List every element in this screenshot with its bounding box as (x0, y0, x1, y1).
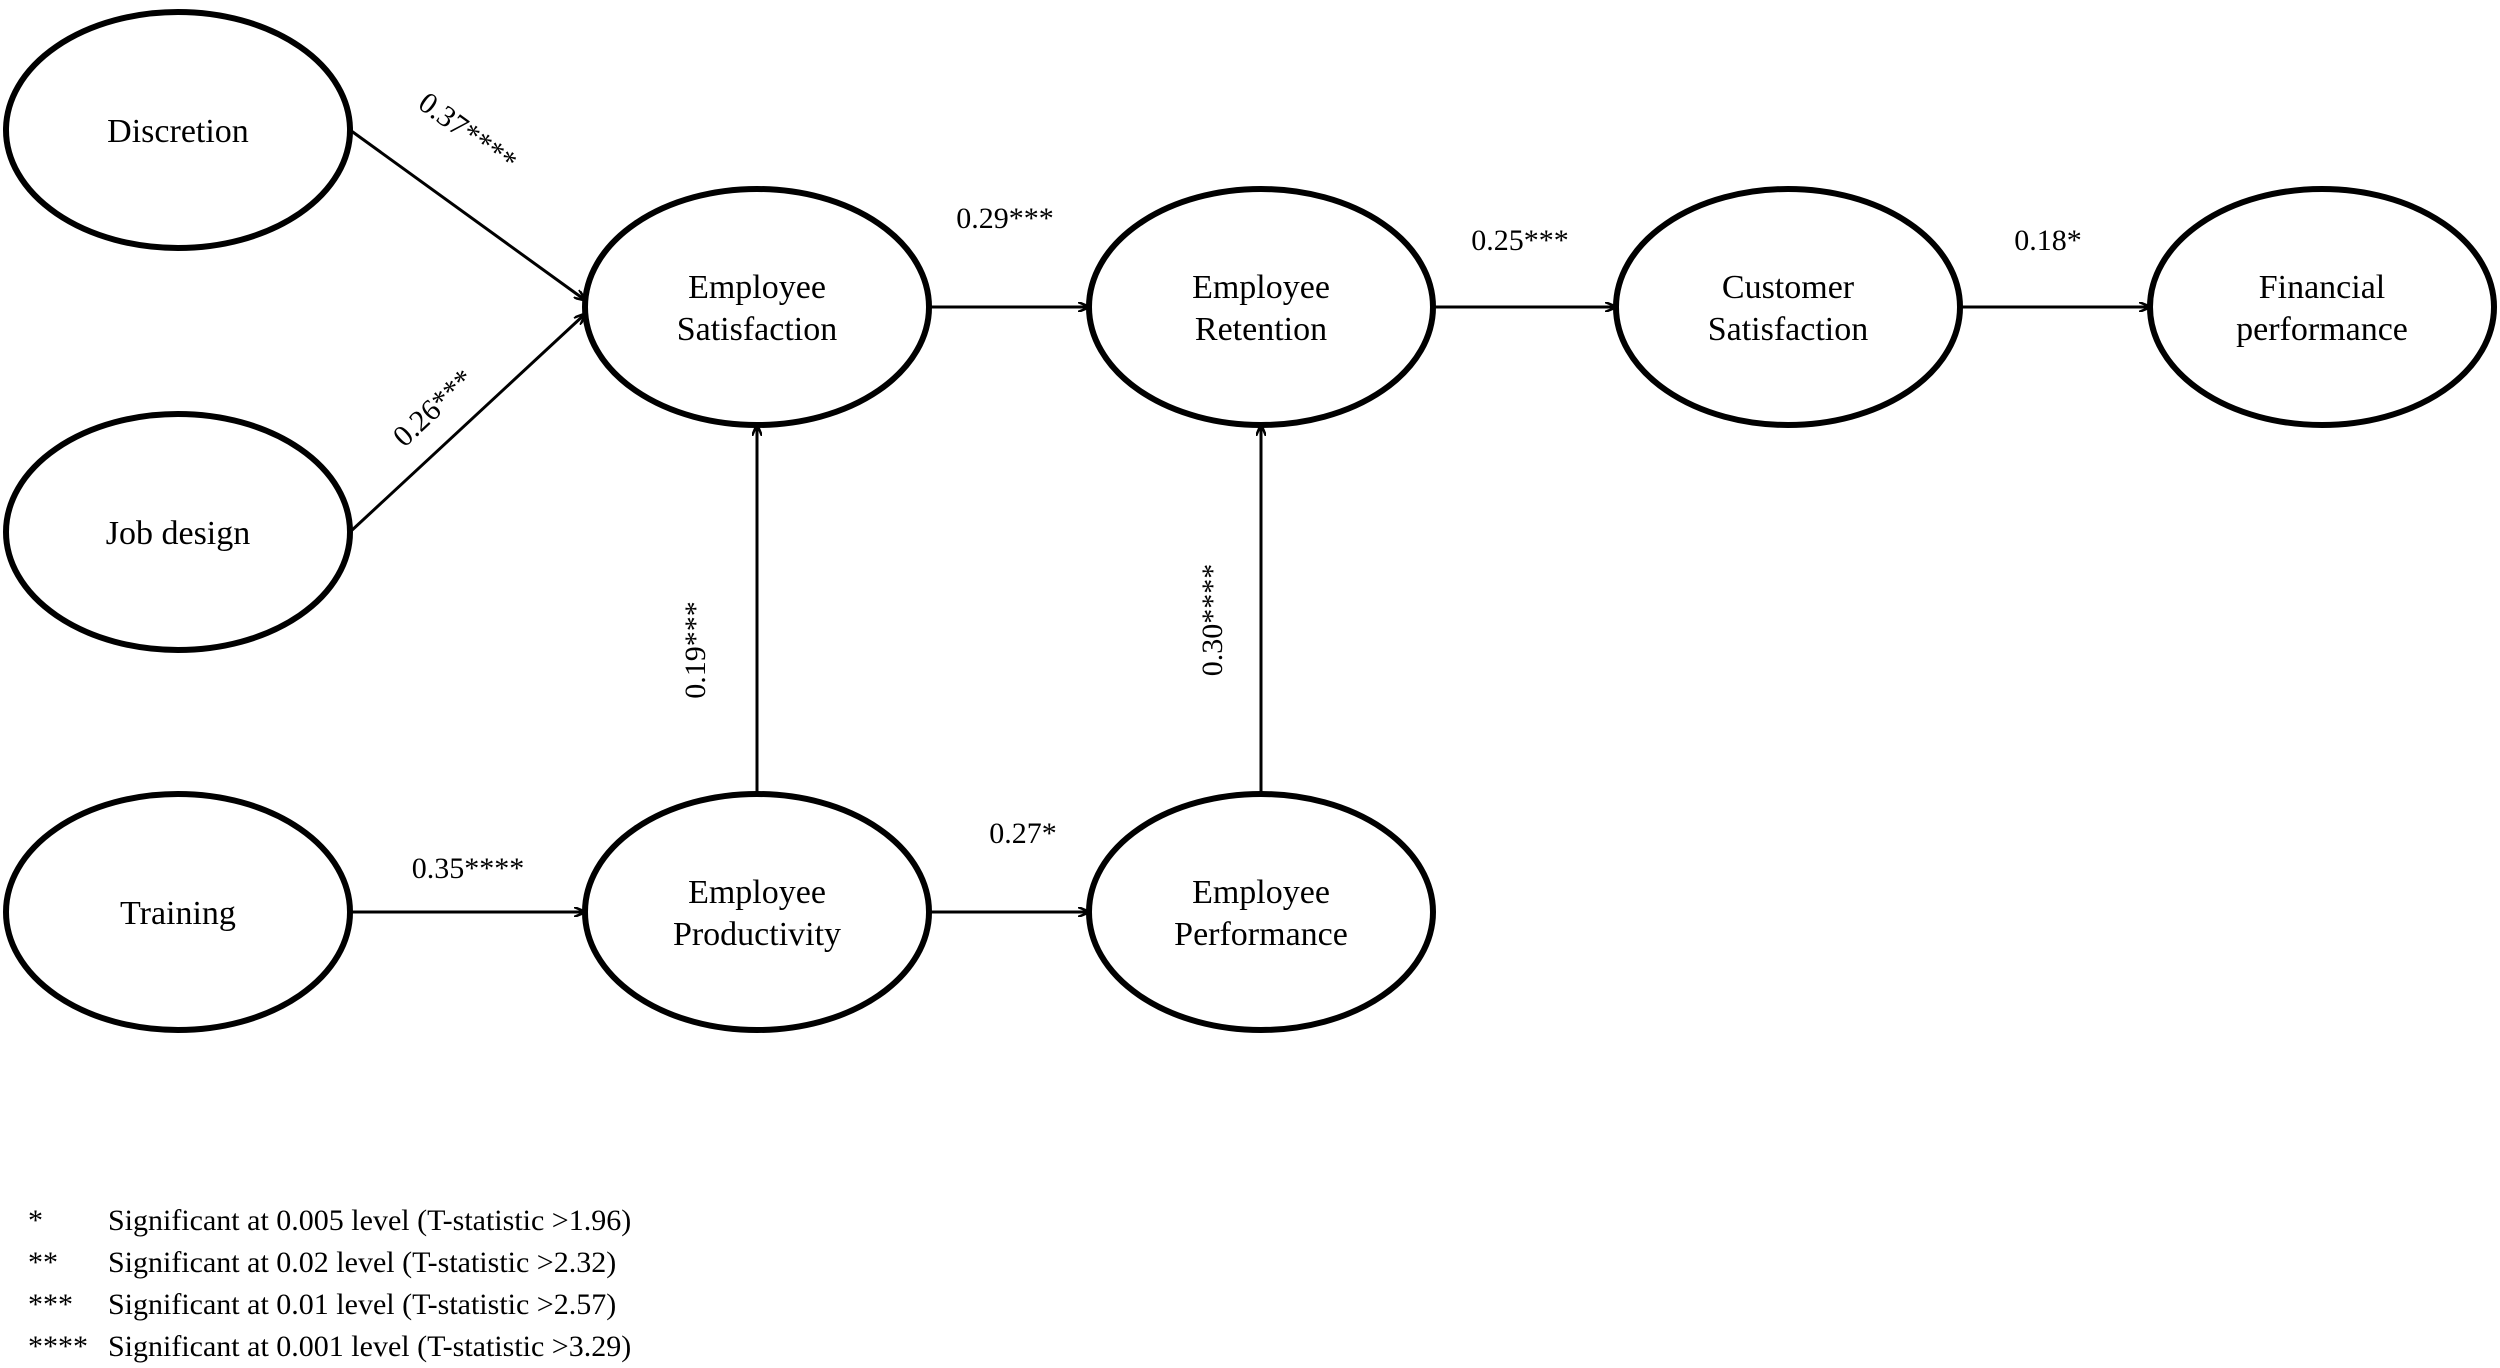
legend-entry: *** Significant at 0.01 level (T-statisti… (28, 1288, 616, 1321)
edge-arrow (348, 314, 585, 534)
node-job-design: Job design (3, 411, 353, 653)
edge-employee-productivity-to-employee-satisfaction: 0.19*** (679, 425, 757, 794)
node-label: Job design (106, 515, 251, 552)
legend-entry: **** Significant at 0.001 level (T-statis… (28, 1330, 631, 1363)
node-ellipse (582, 791, 932, 1033)
edge-coefficient-label: 0.25*** (1471, 224, 1569, 257)
node-label: Employee (688, 874, 826, 911)
node-training: Training (3, 791, 353, 1033)
node-label: performance (2236, 311, 2408, 348)
edge-coefficient-label: 0.30**** (1196, 564, 1229, 677)
node-ellipse (1086, 791, 1436, 1033)
node-ellipse (1613, 186, 1963, 428)
node-ellipse (1086, 186, 1436, 428)
edge-coefficient-label: 0.37**** (412, 86, 522, 179)
node-label: Employee (1192, 874, 1330, 911)
node-label: Productivity (673, 916, 841, 953)
legend-entry: * Significant at 0.005 level (T-statistic… (28, 1204, 631, 1237)
node-label: Customer (1722, 269, 1855, 306)
edge-coefficient-label: 0.35**** (412, 852, 525, 885)
node-label: Performance (1174, 916, 1348, 953)
node-label: Employee (1192, 269, 1330, 306)
node-label: Financial (2259, 269, 2386, 306)
edge-discretion-to-employee-satisfaction: 0.37**** (349, 86, 585, 300)
edge-employee-productivity-to-employee-performance: 0.27* (929, 817, 1089, 912)
node-ellipse (582, 186, 932, 428)
edge-coefficient-label: 0.29*** (956, 202, 1054, 235)
edge-coefficient-label: 0.27* (989, 817, 1057, 850)
legend-description: Significant at 0.001 level (T-statistic … (108, 1330, 631, 1363)
edge-training-to-employee-productivity: 0.35**** (350, 852, 585, 912)
node-ellipse (3, 9, 353, 251)
node-discretion: Discretion (3, 9, 353, 251)
node-label: Training (120, 895, 236, 932)
edge-employee-performance-to-employee-retention: 0.30**** (1196, 425, 1261, 794)
node-ellipse (3, 791, 353, 1033)
edge-coefficient-label: 0.18* (2014, 224, 2082, 257)
edge-arrow (349, 128, 585, 300)
edge-coefficient-label: 0.26*** (387, 363, 481, 454)
node-ellipse (3, 411, 353, 653)
node-ellipse (2147, 186, 2497, 428)
node-label: Employee (688, 269, 826, 306)
node-label: Retention (1195, 311, 1327, 348)
legend-symbol: **** (28, 1330, 88, 1363)
legend-entry: ** Significant at 0.02 level (T-statistic… (28, 1246, 616, 1279)
node-label: Discretion (107, 113, 249, 150)
legend-description: Significant at 0.005 level (T-statistic … (108, 1204, 631, 1237)
legend-description: Significant at 0.01 level (T-statistic >… (108, 1288, 616, 1321)
node-label: Satisfaction (677, 311, 838, 348)
legend: * Significant at 0.005 level (T-statistic… (28, 1204, 631, 1363)
edge-customer-satisfaction-to-financial-performance: 0.18* (1960, 224, 2150, 307)
legend-symbol: ** (28, 1246, 58, 1279)
legend-symbol: *** (28, 1288, 73, 1321)
node-label: Satisfaction (1708, 311, 1869, 348)
edge-employee-retention-to-customer-satisfaction: 0.25*** (1433, 224, 1616, 307)
edge-job-design-to-employee-satisfaction: 0.26*** (348, 314, 585, 534)
edge-coefficient-label: 0.19*** (679, 601, 712, 699)
node-financial-performance: Financial performance (2147, 186, 2497, 428)
legend-description: Significant at 0.02 level (T-statistic >… (108, 1246, 616, 1279)
legend-symbol: * (28, 1204, 43, 1237)
edge-employee-satisfaction-to-employee-retention: 0.29*** (929, 202, 1089, 307)
